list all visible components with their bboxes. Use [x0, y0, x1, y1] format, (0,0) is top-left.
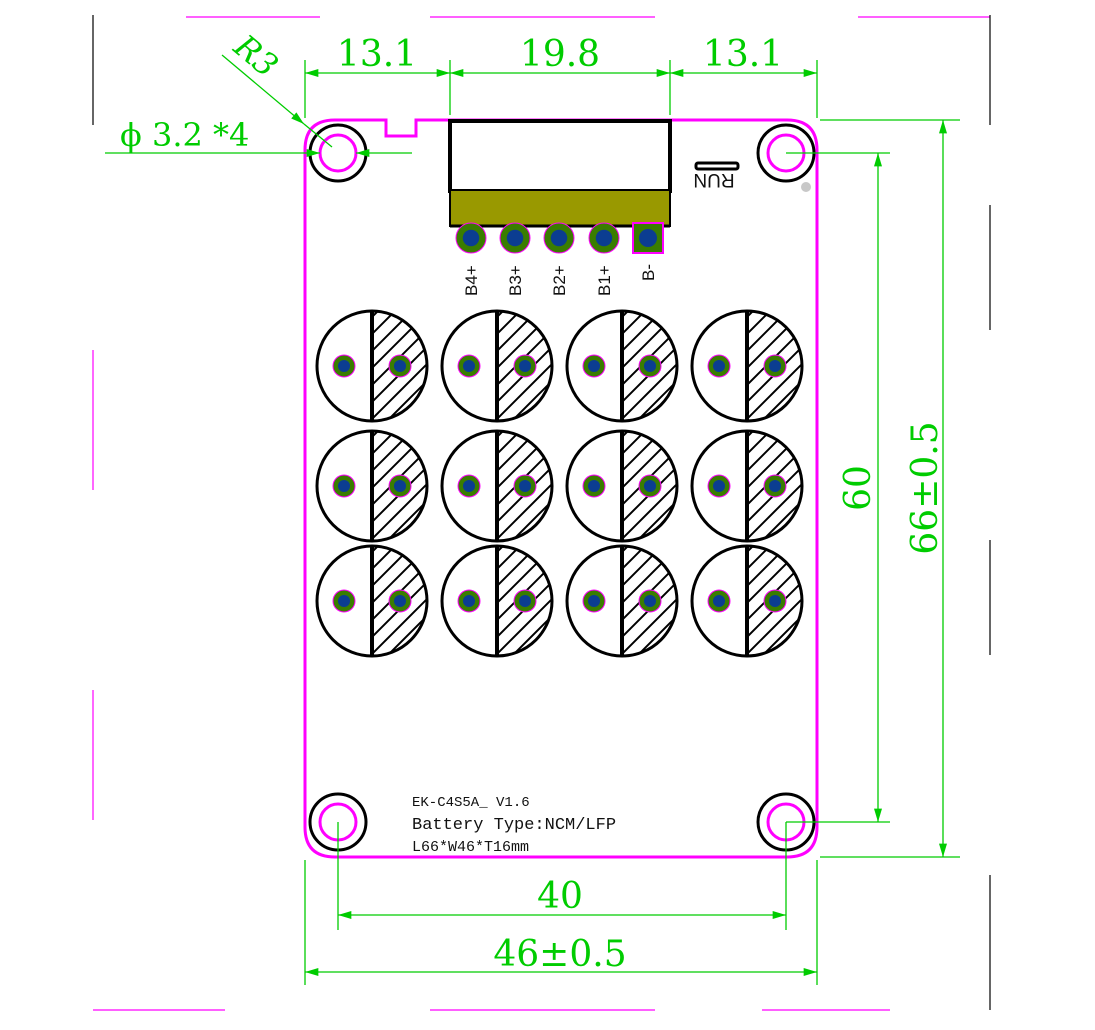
pin-label: B- [639, 264, 658, 281]
fiducial-dot [801, 182, 811, 192]
board-outline [303, 118, 819, 859]
pad [513, 474, 537, 498]
connector-pin: B4+ [455, 222, 487, 296]
capacitor [315, 544, 429, 658]
connector-pin: B- [632, 222, 664, 281]
pad [638, 474, 662, 498]
frame-lines [92, 15, 991, 1011]
pad [763, 589, 787, 613]
run-led-label: RUN [693, 169, 734, 190]
dim-hole-diameter: ϕ 3.2 *4 [120, 116, 249, 154]
dim-hole-spacing-horizontal: 40 [537, 876, 583, 917]
connector-pin: B3+ [499, 222, 531, 296]
pad [588, 222, 620, 254]
dim-board-length: 66±0.5 [905, 421, 946, 554]
pin-label: B2+ [550, 265, 569, 296]
pad [582, 589, 606, 613]
dim-top-middle: 19.8 [520, 34, 600, 75]
pad [388, 589, 412, 613]
pad [638, 354, 662, 378]
pin-label: B4+ [462, 265, 481, 296]
pad [582, 474, 606, 498]
pad [638, 589, 662, 613]
pad [763, 354, 787, 378]
pad [707, 354, 731, 378]
dim-top-right: 13.1 [703, 34, 783, 75]
dimension-lines [105, 54, 960, 985]
pad [332, 474, 356, 498]
capacitor [440, 309, 554, 423]
pad [457, 589, 481, 613]
capacitor [440, 544, 554, 658]
model-label: EK-C4S5A_ V1.6 [412, 795, 530, 811]
battery-connector [448, 119, 672, 228]
pad [513, 354, 537, 378]
capacitor-array [315, 309, 804, 658]
pad [763, 474, 787, 498]
pin-label: B1+ [595, 265, 614, 296]
connector-pin: B2+ [543, 222, 575, 296]
pad [543, 222, 575, 254]
pad [388, 474, 412, 498]
dim-top-left: 13.1 [337, 34, 417, 75]
capacitor [565, 544, 679, 658]
pad [707, 589, 731, 613]
pad [457, 354, 481, 378]
pad [332, 589, 356, 613]
pad [332, 354, 356, 378]
connector-pins: B4+ B3+ B2+ B1+ B- [455, 222, 664, 296]
dim-board-width: 46±0.5 [493, 934, 626, 975]
capacitor [565, 309, 679, 423]
size-label: L66*W46*T16mm [412, 839, 529, 856]
pad [707, 474, 731, 498]
connector-pin: B1+ [588, 222, 620, 296]
pad [513, 589, 537, 613]
pin-label: B3+ [506, 265, 525, 296]
dim-hole-spacing-vertical: 60 [838, 465, 879, 511]
pad [388, 354, 412, 378]
capacitor [565, 429, 679, 543]
run-led [694, 161, 740, 171]
battery-type-label: Battery Type:NCM/LFP [412, 816, 616, 835]
pad [582, 354, 606, 378]
pad [455, 222, 487, 254]
pad [499, 222, 531, 254]
dim-corner-radius: R3 [226, 26, 285, 84]
pad [457, 474, 481, 498]
capacitor [690, 429, 804, 543]
